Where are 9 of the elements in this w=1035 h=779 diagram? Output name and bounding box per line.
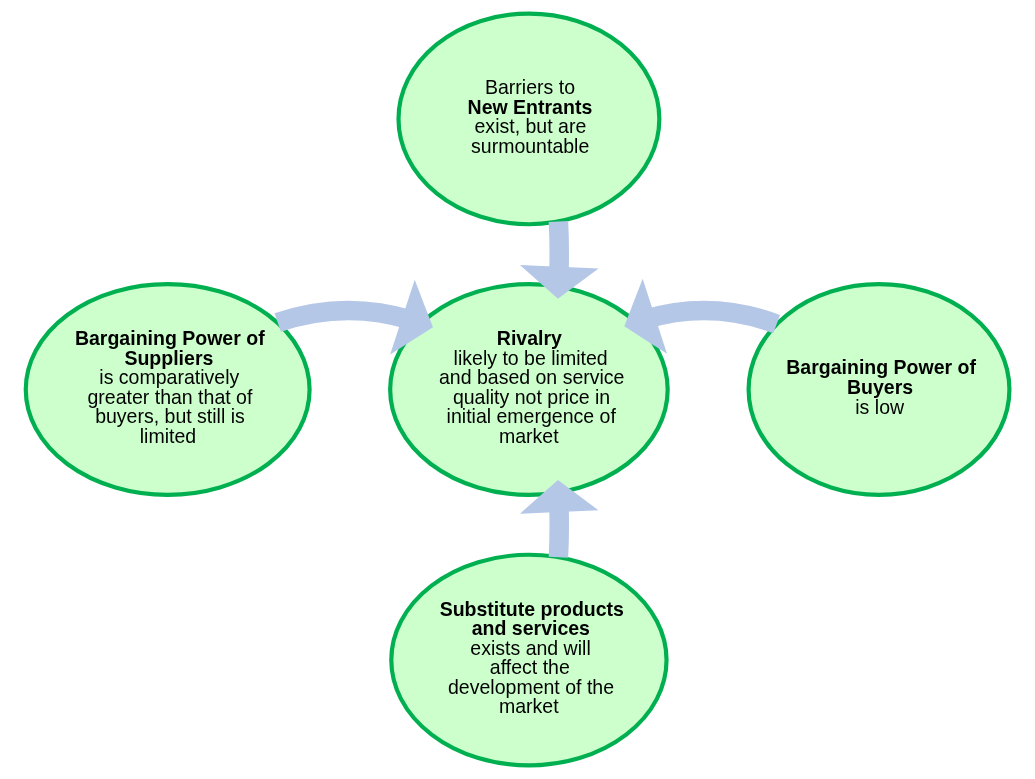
node-ellipse: Bargaining Power of Suppliers is comparatively greater than that of buyers, but still is limited [23,282,312,497]
node-ellipse: Bargaining Power of Buyers is low [746,282,1012,497]
arrow [624,278,780,354]
node-ellipse: Substitute products and services exists and will affect the development of the market [389,552,669,768]
arrow [519,221,599,299]
arrow [519,479,599,558]
node-ellipse: Rivalry likely to be limited and based on service quality not price in initial emergence of market [388,282,670,497]
node-ellipse: Barriers to New Entrants exist, but are surmountable [396,11,662,227]
arrow [274,279,433,355]
